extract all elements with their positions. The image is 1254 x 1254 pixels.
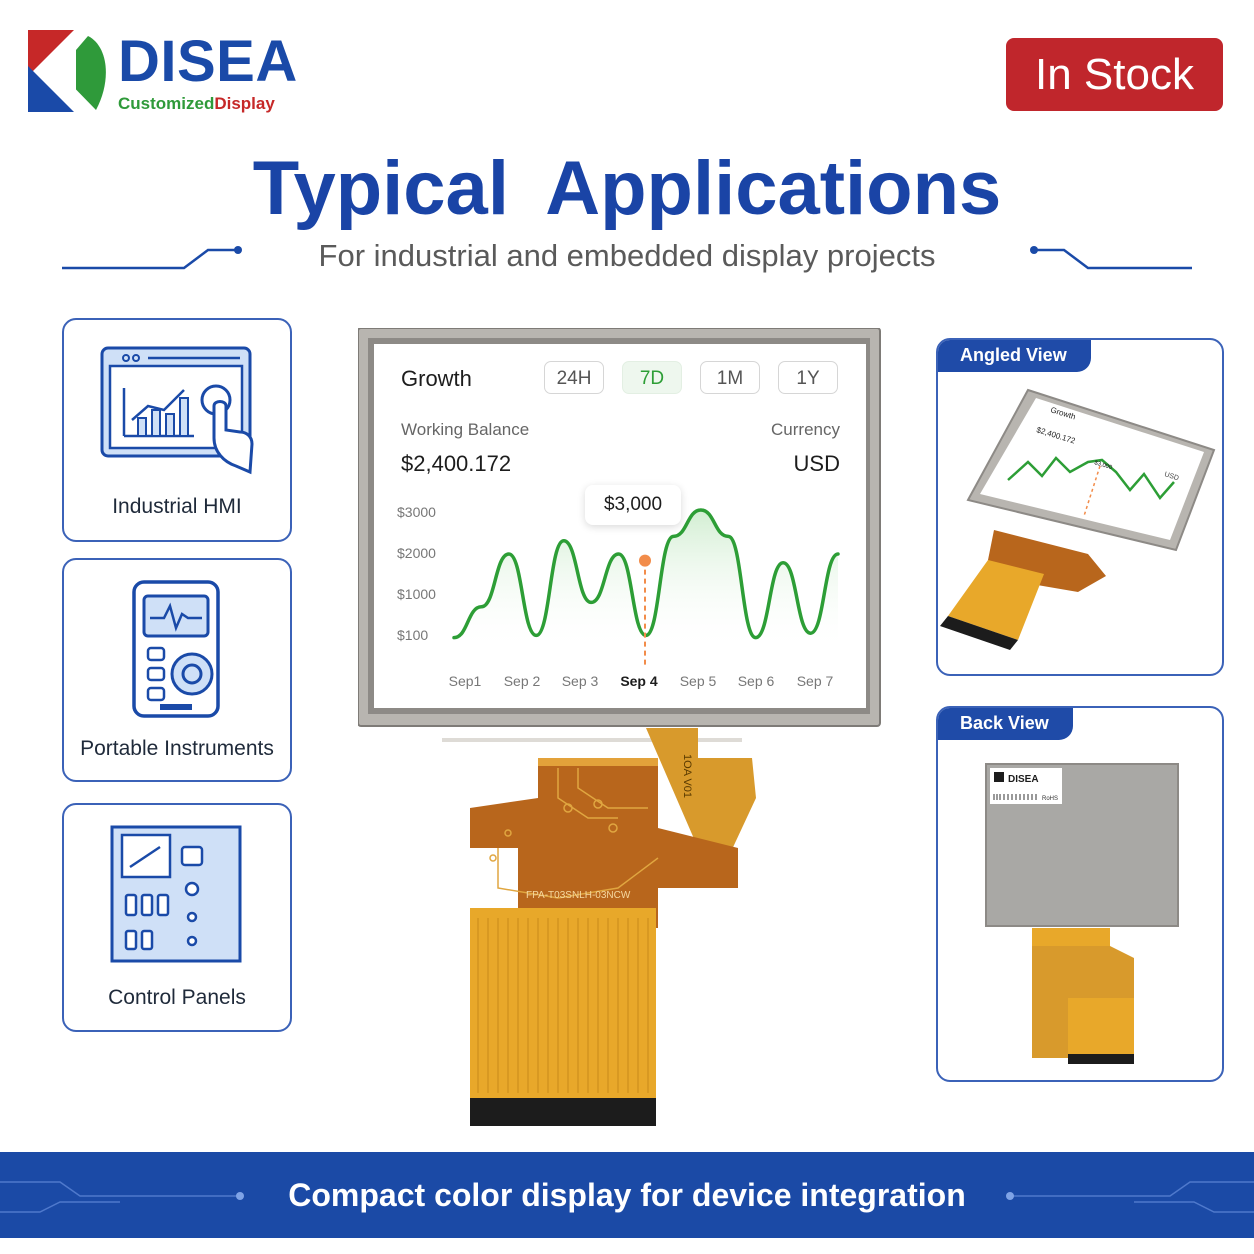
timeframe-24h-button[interactable]: 24H: [544, 361, 604, 394]
svg-text:DISEA: DISEA: [1008, 774, 1039, 785]
currency-label: Currency: [771, 420, 840, 439]
back-view-panel: Back View DISEA RoHS: [936, 706, 1224, 1082]
fpc-label: FPA-T03SNLH-03NCW: [526, 890, 631, 901]
application-label: Control Panels: [108, 986, 246, 1009]
timeframe-1y-button[interactable]: 1Y: [778, 361, 838, 394]
application-card-portable-instruments: Portable Instruments: [62, 558, 292, 782]
angled-view-tab: Angled View: [938, 340, 1091, 372]
x-tick-label: Sep 6: [737, 673, 775, 689]
tablet-touch-chart-icon: [100, 346, 254, 475]
timeframe-7d-button[interactable]: 7D: [622, 361, 682, 394]
y-tick-label: $2000: [397, 545, 436, 561]
screen-title: Growth: [401, 366, 472, 391]
application-card-industrial-hmi: Industrial HMI: [62, 318, 292, 542]
x-tick-label: Sep 3: [561, 673, 599, 689]
page-subtitle: For industrial and embedded display proj…: [318, 238, 936, 273]
decorative-lines: [62, 246, 1192, 270]
control-panel-icon: [110, 825, 242, 963]
chart-tooltip: $3,000: [585, 485, 681, 525]
svg-text:$3,000: $3,000: [1093, 460, 1113, 471]
x-tick-label: Sep 2: [503, 673, 541, 689]
y-tick-label: $3000: [397, 504, 436, 520]
angled-view-image: Growth $2,400.172 $3,000 USD: [940, 388, 1216, 650]
currency-value: USD: [793, 451, 840, 476]
balance-label: Working Balance: [401, 420, 530, 439]
in-stock-badge: In Stock: [1006, 38, 1223, 111]
back-view-tab: Back View: [938, 708, 1073, 740]
x-tick-label: Sep 4: [620, 673, 658, 689]
fpc-tab-label: 1OA V01: [681, 754, 693, 798]
application-label: Portable Instruments: [80, 737, 274, 760]
footer-text: Compact color display for device integra…: [288, 1177, 966, 1213]
handheld-meter-icon: [132, 580, 220, 718]
y-tick-label: $1000: [397, 586, 436, 602]
chart-area-fill: [454, 510, 838, 652]
page-title: Typical Applications: [252, 146, 1002, 231]
back-view-image: DISEA RoHS: [985, 763, 1179, 1064]
chart-series-line: [452, 508, 840, 640]
brand-tagline: CustomizedDisplay: [118, 94, 275, 113]
timeframe-1m-button[interactable]: 1M: [700, 361, 760, 394]
highlight-point: [639, 554, 651, 567]
angled-view-panel: Angled View Growth $2,400.172 $3,000 USD: [936, 338, 1224, 676]
footer-banner: [0, 1152, 1254, 1238]
balance-value: $2,400.172: [401, 451, 512, 476]
x-tick-label: Sep1: [448, 673, 482, 689]
footer-circuit-decor: [0, 1181, 1254, 1213]
svg-text:USD: USD: [1163, 471, 1179, 482]
application-label: Industrial HMI: [112, 495, 242, 518]
svg-text:RoHS: RoHS: [1042, 796, 1058, 802]
growth-chart: [452, 508, 840, 668]
application-card-control-panels: Control Panels: [62, 803, 292, 1032]
brand-name: DISEA: [118, 29, 298, 94]
y-tick-label: $100: [397, 627, 429, 643]
disea-logo-icon: [28, 30, 106, 112]
x-tick-label: Sep 5: [679, 673, 717, 689]
x-tick-label: Sep 7: [796, 673, 834, 689]
